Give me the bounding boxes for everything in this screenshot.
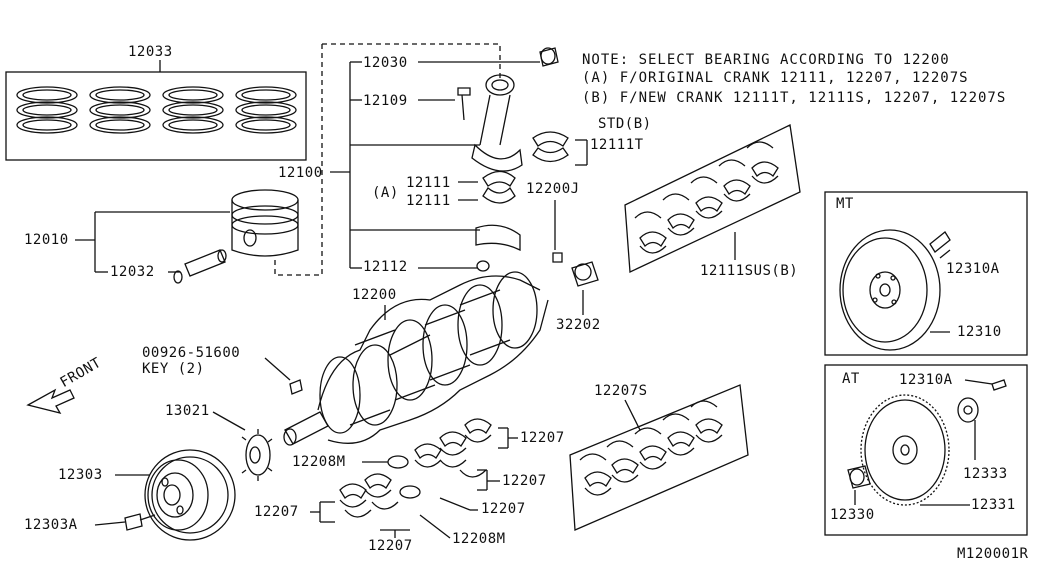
label-12112: 12112	[363, 259, 408, 275]
label-12100: 12100	[278, 165, 323, 181]
label-12330: 12330	[830, 507, 875, 523]
crank-sprocket	[241, 429, 273, 481]
label-12208m-1: 12208M	[292, 454, 346, 470]
piston	[173, 189, 299, 284]
label-12207-2: 12207	[502, 473, 547, 489]
label-12310a-mt: 12310A	[946, 261, 1000, 277]
label-12331: 12331	[971, 497, 1016, 513]
note-line-1: NOTE: SELECT BEARING ACCORDING TO 12200	[582, 52, 950, 68]
at-driveplate-box	[824, 364, 1028, 536]
connecting-rod	[457, 47, 559, 172]
ring-set-3	[162, 86, 224, 134]
label-std-b: STD(B)	[598, 116, 652, 132]
label-00926-51600: 00926-51600	[142, 345, 241, 361]
label-12111-upper: 12111	[406, 175, 451, 191]
ring-set-2	[89, 86, 151, 134]
main-bearing-set-box	[624, 124, 801, 273]
label-12010: 12010	[24, 232, 69, 248]
diagram-code: M120001R	[957, 546, 1029, 562]
label-12207-1: 12207	[520, 430, 565, 446]
piston-rings-group	[5, 60, 307, 161]
label-12208m-2: 12208M	[452, 531, 506, 547]
label-12310: 12310	[957, 324, 1002, 340]
dowel-and-bushing	[552, 252, 599, 287]
label-12310a-at: 12310A	[899, 372, 953, 388]
label-12333: 12333	[963, 466, 1008, 482]
crank-pulley	[124, 449, 236, 541]
label-12200j: 12200J	[526, 181, 580, 197]
lower-bearings	[339, 418, 492, 518]
bearing-halves-a	[475, 170, 521, 272]
label-12303: 12303	[58, 467, 103, 483]
front-arrow	[26, 388, 75, 415]
label-12303a: 12303A	[24, 517, 78, 533]
std-b-bearings	[532, 131, 569, 163]
label-12207-4: 12207	[254, 504, 299, 520]
label-12111t: 12111T	[590, 137, 644, 153]
label-12207s: 12207S	[594, 383, 648, 399]
label-12111-lower: 12111	[406, 193, 451, 209]
main-bearings	[634, 141, 779, 254]
label-12032: 12032	[110, 264, 155, 280]
thrust-bearing-set-box	[569, 384, 749, 531]
note-line-2: (A) F/ORIGINAL CRANK 12111, 12207, 12207…	[582, 70, 969, 86]
label-12109: 12109	[363, 93, 408, 109]
mt-flywheel-box	[824, 191, 1028, 356]
label-key-2: KEY (2)	[142, 361, 205, 377]
label-12111sus-b: 12111SUS(B)	[700, 263, 799, 279]
crankshaft	[283, 271, 549, 446]
label-32202: 32202	[556, 317, 601, 333]
label-12207-5: 12207	[368, 538, 413, 554]
label-12200: 12200	[352, 287, 397, 303]
label-mt: MT	[836, 196, 854, 212]
ring-set-1	[16, 86, 78, 134]
ring-set-4	[235, 86, 297, 134]
leader-lines	[75, 61, 993, 539]
label-a: (A)	[372, 185, 399, 201]
label-12207-3: 12207	[481, 501, 526, 517]
label-at: AT	[842, 371, 860, 387]
note-line-3: (B) F/NEW CRANK 12111T, 12111S, 12207, 1…	[582, 90, 1007, 106]
label-12033: 12033	[128, 44, 173, 60]
label-12030: 12030	[363, 55, 408, 71]
label-13021: 13021	[165, 403, 210, 419]
